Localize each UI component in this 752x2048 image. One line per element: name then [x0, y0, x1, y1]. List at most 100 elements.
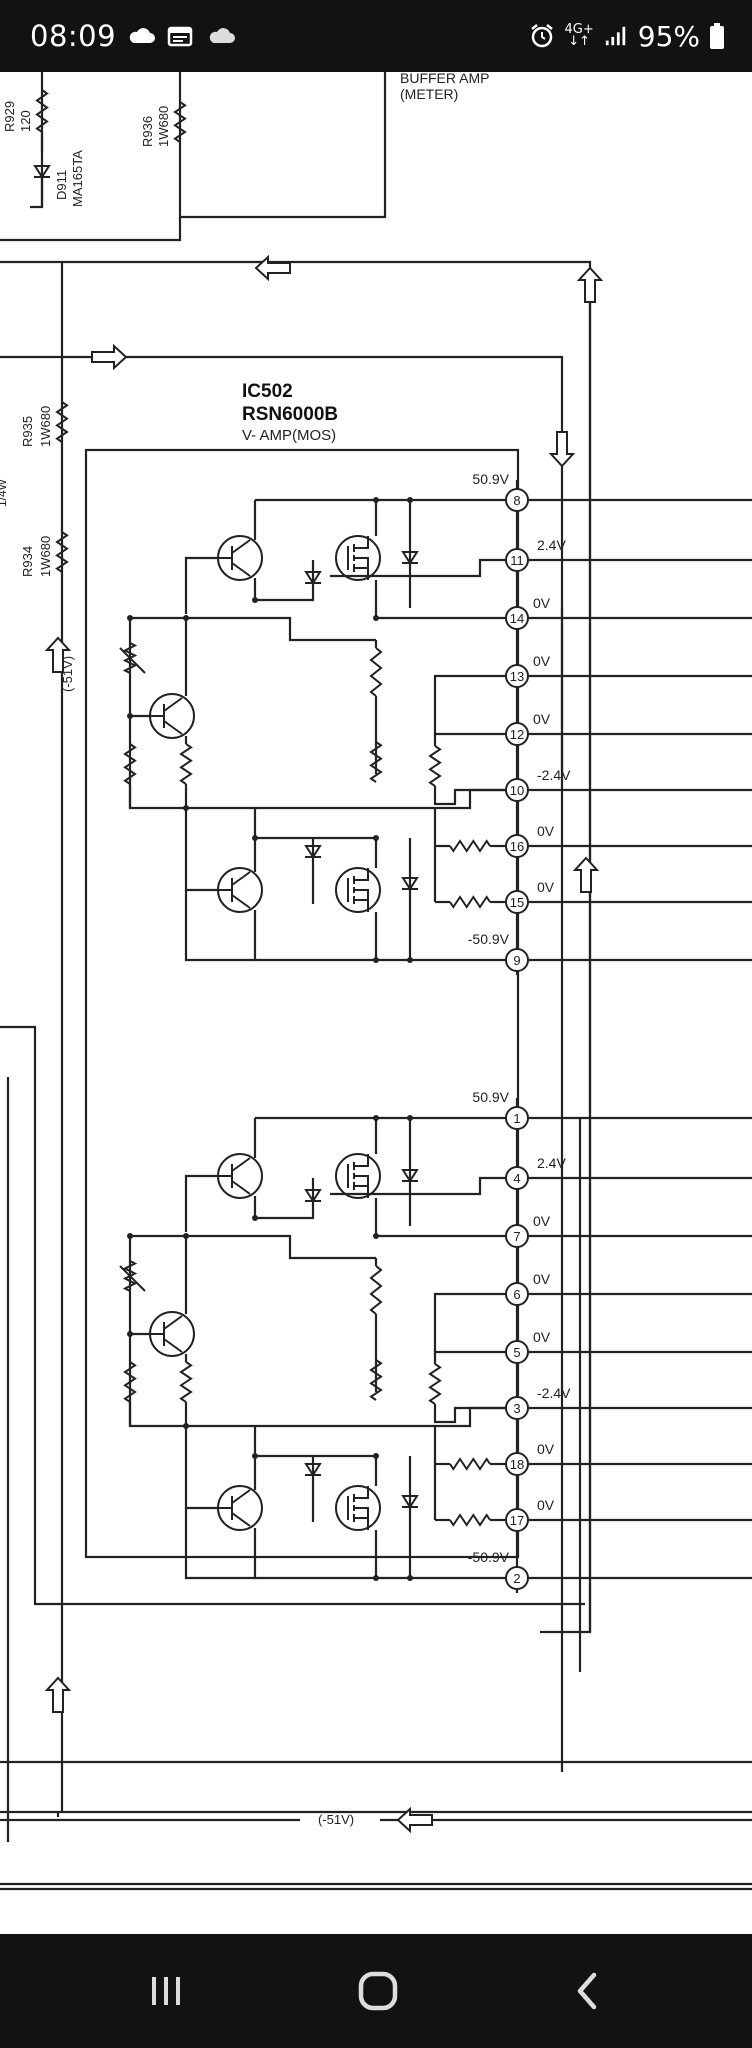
pin-voltage-label: -2.4V — [537, 1385, 571, 1401]
resistor — [428, 745, 442, 787]
r936-label: R936 — [140, 116, 155, 147]
wire — [433, 732, 506, 746]
wire — [330, 558, 506, 578]
pin-circle — [505, 948, 529, 972]
r929-value: 120 — [18, 110, 33, 132]
pin-voltage-label: 0V — [533, 711, 551, 727]
resistor — [173, 101, 187, 143]
junction-dot — [373, 835, 379, 841]
home-button[interactable] — [308, 1934, 448, 2048]
resistor — [449, 895, 491, 909]
junction-dot — [373, 1115, 379, 1121]
junction-dot — [373, 1453, 379, 1459]
pin-number: 6 — [513, 1287, 520, 1302]
diode — [304, 571, 322, 585]
pin-number: 13 — [510, 669, 524, 684]
wire — [253, 560, 315, 602]
pin-number: 15 — [510, 895, 524, 910]
pin-voltage-label: 0V — [533, 1213, 551, 1229]
mosfet-drain — [354, 1154, 369, 1167]
junction-dot — [183, 1423, 189, 1429]
resistor — [369, 1359, 383, 1401]
pin-circle — [505, 1508, 529, 1532]
signal-icon — [605, 26, 625, 46]
pin-circle — [505, 488, 529, 512]
wire — [130, 616, 376, 642]
resistor — [449, 1457, 491, 1471]
bjt-emitter — [231, 1512, 251, 1527]
recent-apps-button[interactable] — [96, 1934, 236, 2048]
battery-percentage: 95% — [637, 19, 700, 53]
junction-dot — [373, 1575, 379, 1581]
wire — [184, 1570, 255, 1580]
wire — [0, 355, 564, 1772]
wire — [184, 1426, 218, 1510]
pin-number: 16 — [510, 839, 524, 854]
status-right: 4G+ ↓↑ 95% — [529, 20, 724, 53]
wire — [0, 1025, 585, 1606]
pin-voltage-label: -2.4V — [537, 767, 571, 783]
mosfet-drain — [354, 536, 369, 549]
junction-dot — [183, 805, 189, 811]
pin-circle — [505, 722, 529, 746]
pin-voltage-label: 50.9V — [472, 1089, 509, 1105]
resistor — [449, 839, 491, 853]
resistor — [179, 743, 193, 785]
buffer-amp-label: BUFFER AMP — [400, 72, 489, 86]
buffer-amp-meter-label: (METER) — [400, 86, 458, 102]
wattage-label: 1/4W — [0, 478, 9, 507]
pin-voltage-label: 0V — [537, 1497, 555, 1513]
wire — [433, 1292, 506, 1352]
signal-arrow-icon — [572, 856, 600, 893]
cloud-icon — [209, 28, 236, 43]
wire — [184, 808, 218, 892]
wire — [253, 1454, 378, 1490]
pin-voltage-label: 2.4V — [537, 1155, 566, 1171]
bjt-collector — [163, 1315, 183, 1330]
d911-part: MA165TA — [70, 150, 85, 207]
junction-dot — [373, 615, 379, 621]
wire — [0, 217, 182, 242]
pin-circle — [505, 1166, 529, 1190]
r936-value: 1W680 — [156, 106, 171, 147]
mosfet-body — [354, 1507, 369, 1518]
back-button[interactable] — [518, 1934, 658, 2048]
resistor — [369, 741, 383, 783]
pin-number: 12 — [510, 727, 524, 742]
wire — [330, 1176, 506, 1196]
resistor — [369, 1265, 383, 1315]
junction-dot — [407, 497, 413, 503]
bjt-collector — [163, 697, 183, 712]
mosfet-drain — [354, 868, 369, 881]
potentiometer-wiper — [119, 1265, 146, 1292]
pin-voltage-label: -50.9V — [468, 931, 510, 947]
pin-circle — [505, 778, 529, 802]
transfer-arrows: ↓↑ — [568, 34, 591, 49]
pin-circle — [505, 1106, 529, 1130]
signal-arrow-icon — [44, 1676, 72, 1713]
pin-voltage-label: 0V — [533, 1329, 551, 1345]
wire — [540, 268, 592, 1634]
bjt-emitter — [163, 720, 183, 735]
mosfet-drain — [354, 1486, 369, 1499]
pin-circle — [505, 834, 529, 858]
pin-voltage-label: 0V — [537, 1441, 555, 1457]
mosfet-body — [354, 557, 369, 568]
junction-dot — [127, 1331, 133, 1337]
rail-voltage-label: (-51V) — [318, 1812, 354, 1827]
mosfet — [335, 1485, 381, 1531]
junction-dot — [407, 1575, 413, 1581]
wire — [184, 952, 255, 962]
rail-voltage-label: (-51V) — [60, 656, 75, 692]
pin-voltage-label: 0V — [533, 1271, 551, 1287]
network-label: 4G+ — [564, 22, 594, 37]
wire — [253, 836, 378, 872]
junction-dot — [407, 957, 413, 963]
r934-label: R934 — [20, 546, 35, 577]
battery-icon — [710, 23, 724, 49]
wire — [184, 556, 218, 614]
bjt-collector — [231, 1489, 251, 1504]
r934-value: 1W680 — [38, 536, 53, 577]
bjt-emitter — [163, 1338, 183, 1353]
